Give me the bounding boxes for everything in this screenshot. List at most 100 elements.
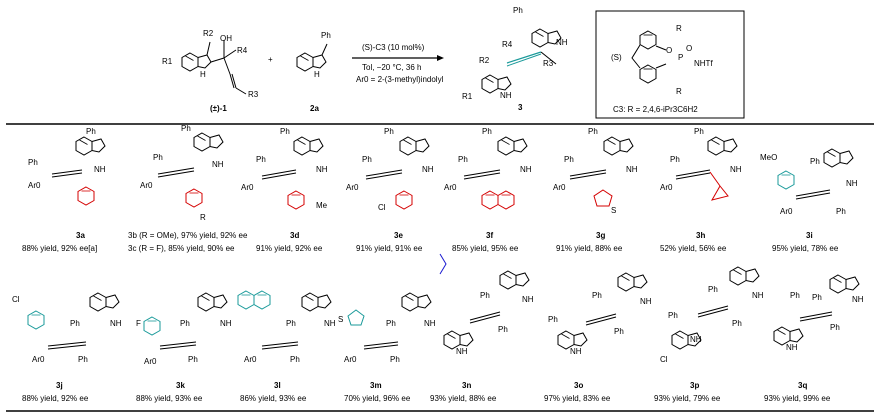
benzene-ring-icon (253, 290, 271, 310)
catalyst-box: (S) R R O P O NHTf C3: R = 2,4,6-iPr3C6H… (595, 10, 745, 119)
product-3b-3c: Ph Ph NH Ar0 R 3b (R = OMe), 97% yield, … (128, 124, 248, 253)
ph-label: Ph (280, 127, 290, 136)
ph-label: Ph (482, 127, 492, 136)
product-3: Ph NH R4 R3 R2 R1 NH 3 (462, 6, 568, 112)
config-label: (S) (611, 53, 622, 62)
o-eq-label: O (686, 44, 692, 53)
r3-label: R3 (543, 59, 554, 68)
solvent-condition: Tol, −20 °C, 36 h (362, 63, 421, 72)
indole-ring-icon (296, 52, 327, 72)
ph-label: Ph (836, 207, 846, 216)
benzene-ring-icon (143, 316, 161, 336)
ph-label: Ph (513, 6, 523, 15)
compound-label: 3q (798, 381, 807, 390)
indole-ring-icon (197, 292, 228, 312)
ph-label: Ph (362, 155, 372, 164)
plus-sign: + (268, 55, 273, 64)
nh-label: NH (220, 319, 232, 328)
nh-label: NH (752, 291, 764, 300)
compound-label: 3g (596, 231, 605, 240)
indole-ring-icon (829, 274, 860, 294)
o-label: O (666, 46, 672, 55)
result-text: 85% yield, 95% ee (452, 244, 519, 253)
ph-label: Ph (256, 155, 266, 164)
nh-label: NH (626, 165, 638, 174)
nh-label: NH (520, 165, 532, 174)
ph-label: Ph (548, 315, 558, 324)
benzene-ring-icon (639, 30, 657, 50)
me-label: Me (316, 201, 328, 210)
indole-ring-icon (181, 52, 212, 72)
indole-ring-icon (193, 132, 224, 152)
nh-label: NH (640, 297, 652, 306)
indole-ring-icon (499, 270, 530, 290)
result-text: 93% yield, 79% ee (654, 394, 721, 403)
catalyst-condition: (S)-C3 (10 mol%) (362, 43, 425, 52)
compound-label: 3h (696, 231, 705, 240)
product-3d: Ph Ph NH Ar0 Me 3d 91% yield, 92% ee (241, 127, 328, 253)
nh-label: NH (556, 38, 568, 47)
nh-label: NH (316, 165, 328, 174)
r-bottom-label: R (676, 87, 682, 96)
ar-label: Ar0 (780, 207, 793, 216)
r1-label: R1 (162, 57, 173, 66)
product-3p: Ph Ph NH Ph NH Cl 3p 93% yield, 79% ee (654, 266, 764, 403)
ph-label: Ph (286, 319, 296, 328)
benzene-ring-icon (777, 170, 795, 190)
product-3g: Ph Ph NH Ar0 S 3g 91% yield, 88% ee (553, 127, 638, 253)
nh-label: NH (846, 179, 858, 188)
result-text: 91% yield, 88% ee (556, 244, 623, 253)
product-3e: Ph Ph NH Ar0 Cl 3e 91% yield, 91% ee (346, 127, 434, 253)
ph-label: Ph (812, 293, 822, 302)
reaction-arrow: (S)-C3 (10 mol%) Tol, −20 °C, 36 h Ar0 =… (352, 43, 444, 84)
compound-label: 3e (394, 231, 403, 240)
cl-label: Cl (660, 355, 668, 364)
result-text: 95% yield, 78% ee (772, 244, 839, 253)
indole-ring-icon (823, 148, 854, 168)
ph-label: Ph (614, 327, 624, 336)
ar-label: Ar0 (346, 183, 359, 192)
substrate-2a: Ph H 2a (296, 31, 331, 113)
r3-label: R3 (248, 90, 259, 99)
benzene-ring-icon (287, 190, 305, 210)
compound-label: 3l (274, 381, 281, 390)
indole-ring-icon (729, 266, 760, 286)
benzene-ring-icon (77, 186, 95, 206)
ph-label: Ph (384, 127, 394, 136)
nh-label: NH (570, 347, 582, 356)
result-text: 91% yield, 91% ee (356, 244, 423, 253)
r4-label: R4 (237, 46, 248, 55)
indole-ring-icon (293, 136, 324, 156)
s-label: S (611, 206, 616, 215)
oh-label: OH (220, 34, 232, 43)
substrate2-label: 2a (310, 104, 319, 113)
cl-label: Cl (378, 203, 386, 212)
nh-label: NH (690, 335, 702, 344)
nh-label: NH (730, 165, 742, 174)
ph-label: Ph (153, 153, 163, 162)
thiophene-ring-icon (347, 309, 365, 326)
nh-label: NH (212, 160, 224, 169)
product-3l: Ph NH Ar0 Ph 3l 86% yield, 93% ee (237, 290, 336, 403)
ar-label: Ar0 (444, 183, 457, 192)
ar-label: Ar0 (244, 355, 257, 364)
result-text: 97% yield, 83% ee (544, 394, 611, 403)
nh-label: NH (422, 165, 434, 174)
ph-label: Ph (28, 158, 38, 167)
product-3m: S Ph NH Ar0 Ph 3m 70% yield, 96% ee (338, 292, 436, 403)
p-label: P (678, 53, 683, 62)
result-text: 52% yield, 56% ee (660, 244, 727, 253)
r1-label: R1 (462, 92, 473, 101)
product-3j: Cl Ph NH Ar0 Ph 3j 88% yield, 92% ee (12, 292, 122, 403)
result-text: 3c (R = F), 85% yield, 90% ee (128, 244, 235, 253)
nh-label: H (314, 70, 320, 79)
compound-label: 3o (574, 381, 583, 390)
ph-label: Ph (321, 31, 331, 40)
ph-label: Ph (670, 155, 680, 164)
nh-label: NH (852, 295, 864, 304)
benzene-ring-icon (185, 188, 203, 208)
nh-label: NH (500, 91, 512, 100)
ph-label: Ph (390, 355, 400, 364)
indole-ring-icon (89, 292, 120, 312)
